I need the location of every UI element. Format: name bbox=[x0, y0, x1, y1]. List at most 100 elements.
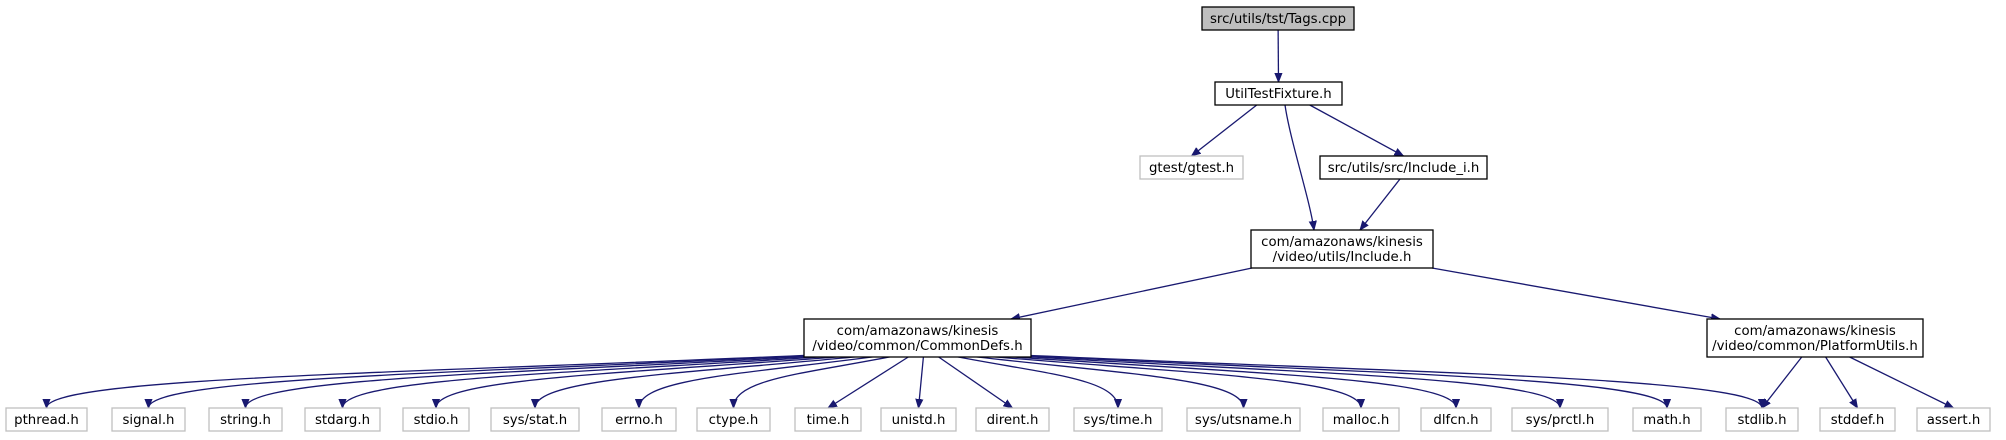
node-label: /video/common/CommonDefs.h bbox=[812, 339, 1022, 354]
node-label: sys/utsname.h bbox=[1195, 413, 1292, 428]
node-box bbox=[1706, 318, 1924, 358]
node-box bbox=[1916, 407, 1991, 432]
node-common-defs[interactable]: com/amazonaws/kinesis/video/common/Commo… bbox=[803, 318, 1032, 358]
node-dlfcn: dlfcn.h bbox=[1420, 407, 1492, 432]
node-box bbox=[1322, 407, 1400, 432]
edge-include_h-to-common_defs bbox=[1011, 267, 1253, 319]
node-box bbox=[1201, 6, 1355, 31]
node-label: malloc.h bbox=[1333, 413, 1390, 428]
node-box bbox=[880, 407, 957, 432]
node-box bbox=[1725, 407, 1799, 432]
edge-platform_utils-to-assert bbox=[1849, 356, 1954, 409]
edge-platform_utils-to-stdlib bbox=[1762, 356, 1803, 408]
node-box bbox=[1511, 407, 1609, 432]
node-box bbox=[696, 407, 771, 432]
node-sys-utsname: sys/utsname.h bbox=[1186, 407, 1301, 432]
node-label: sys/stat.h bbox=[503, 413, 567, 428]
node-box bbox=[1139, 155, 1244, 180]
node-gtest: gtest/gtest.h bbox=[1139, 155, 1244, 180]
node-box bbox=[1420, 407, 1492, 432]
node-label: string.h bbox=[220, 413, 271, 428]
node-box bbox=[111, 407, 186, 432]
node-label: errno.h bbox=[615, 413, 663, 428]
edge-common_defs-to-pthread bbox=[47, 354, 815, 409]
edge-common_defs-to-math bbox=[1008, 354, 1667, 409]
node-assert: assert.h bbox=[1916, 407, 1991, 432]
node-box bbox=[1632, 407, 1702, 432]
node-include-i[interactable]: src/utils/src/Include_i.h bbox=[1319, 155, 1488, 180]
edge-common_defs-to-sys_prctl bbox=[996, 354, 1560, 409]
edge-common_defs-to-malloc bbox=[972, 354, 1361, 409]
node-label: /video/common/PlatformUtils.h bbox=[1712, 339, 1918, 354]
node-label: time.h bbox=[807, 413, 850, 428]
edge-util_test_fixture-to-gtest bbox=[1192, 104, 1258, 156]
node-box bbox=[1073, 407, 1163, 432]
node-pthread: pthread.h bbox=[5, 407, 88, 432]
node-label: UtilTestFixture.h bbox=[1225, 87, 1331, 102]
edge-common_defs-to-string bbox=[246, 354, 839, 409]
node-stdlib: stdlib.h bbox=[1725, 407, 1799, 432]
node-util-test-fixture[interactable]: UtilTestFixture.h bbox=[1214, 81, 1343, 106]
edge-common_defs-to-dlfcn bbox=[984, 354, 1456, 409]
node-box bbox=[1319, 155, 1488, 180]
node-box bbox=[975, 407, 1050, 432]
node-label: sys/prctl.h bbox=[1526, 413, 1595, 428]
edge-common_defs-to-time bbox=[828, 354, 912, 408]
node-dirent: dirent.h bbox=[975, 407, 1050, 432]
node-box bbox=[490, 407, 580, 432]
node-box bbox=[794, 407, 862, 432]
node-label: pthread.h bbox=[14, 413, 79, 428]
edge-common_defs-to-dirent bbox=[935, 354, 1013, 408]
edge-common_defs-to-signal bbox=[149, 354, 827, 409]
edge-common_defs-to-ctype bbox=[734, 354, 900, 409]
node-label: /video/utils/Include.h bbox=[1273, 250, 1412, 265]
edge-platform_utils-to-stddef bbox=[1825, 356, 1858, 408]
node-sys-prctl: sys/prctl.h bbox=[1511, 407, 1609, 432]
edge-util_test_fixture-to-include_i bbox=[1309, 104, 1404, 156]
edges-layer bbox=[47, 29, 1954, 409]
node-stddef: stddef.h bbox=[1819, 407, 1896, 432]
node-math: math.h bbox=[1632, 407, 1702, 432]
node-stdio: stdio.h bbox=[402, 407, 470, 432]
node-sys-stat: sys/stat.h bbox=[490, 407, 580, 432]
node-label: com/amazonaws/kinesis bbox=[1734, 324, 1896, 339]
edge-common_defs-to-stdarg bbox=[343, 354, 851, 409]
node-label: dirent.h bbox=[987, 413, 1039, 428]
edge-common_defs-to-sys_utsname bbox=[960, 354, 1243, 409]
node-string: string.h bbox=[208, 407, 283, 432]
node-box bbox=[1214, 81, 1343, 106]
edge-common_defs-to-stdlib bbox=[1020, 354, 1762, 409]
node-label: unistd.h bbox=[892, 413, 946, 428]
node-box bbox=[803, 318, 1032, 358]
node-label: stddef.h bbox=[1831, 413, 1885, 428]
node-label: gtest/gtest.h bbox=[1149, 161, 1234, 176]
node-box bbox=[402, 407, 470, 432]
node-label: signal.h bbox=[123, 413, 175, 428]
node-label: src/utils/tst/Tags.cpp bbox=[1210, 12, 1346, 27]
node-errno: errno.h bbox=[601, 407, 677, 432]
edge-util_test_fixture-to-include_h bbox=[1284, 104, 1314, 230]
node-label: ctype.h bbox=[709, 413, 759, 428]
node-box bbox=[208, 407, 283, 432]
edge-common_defs-to-sys_stat bbox=[535, 354, 875, 409]
edge-common_defs-to-unistd bbox=[919, 354, 925, 408]
node-signal: signal.h bbox=[111, 407, 186, 432]
node-platform-utils[interactable]: com/amazonaws/kinesis/video/common/Platf… bbox=[1706, 318, 1924, 358]
edge-include_h-to-platform_utils bbox=[1431, 267, 1720, 319]
node-stdarg: stdarg.h bbox=[304, 407, 381, 432]
node-box bbox=[304, 407, 381, 432]
node-label: stdarg.h bbox=[315, 413, 370, 428]
node-tags-cpp[interactable]: src/utils/tst/Tags.cpp bbox=[1201, 6, 1355, 31]
node-label: sys/time.h bbox=[1084, 413, 1153, 428]
node-unistd: unistd.h bbox=[880, 407, 957, 432]
node-label: dlfcn.h bbox=[1433, 413, 1478, 428]
node-box bbox=[5, 407, 88, 432]
node-label: stdlib.h bbox=[1737, 413, 1786, 428]
node-box bbox=[1819, 407, 1896, 432]
node-label: com/amazonaws/kinesis bbox=[837, 324, 999, 339]
node-label: stdio.h bbox=[414, 413, 459, 428]
edge-common_defs-to-errno bbox=[639, 354, 888, 409]
node-include-h[interactable]: com/amazonaws/kinesis/video/utils/Includ… bbox=[1250, 229, 1434, 269]
